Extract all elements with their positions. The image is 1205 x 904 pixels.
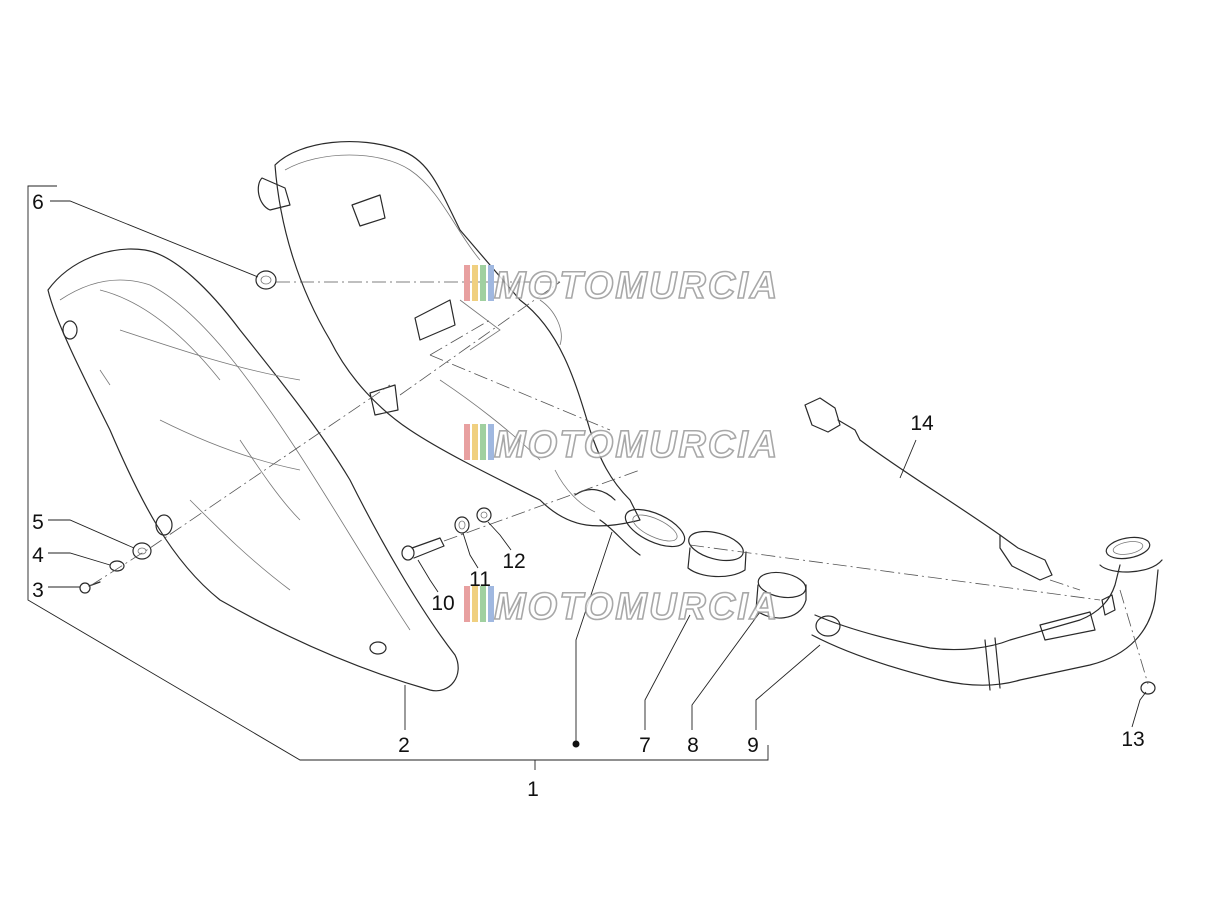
callout-1: 1 bbox=[527, 778, 539, 801]
heat-shield bbox=[47, 248, 459, 692]
callout-13: 13 bbox=[1121, 728, 1144, 751]
watermark-2: MOTOMURCIA bbox=[464, 423, 779, 467]
assembly-lines bbox=[89, 281, 1149, 685]
spring-washer-11 bbox=[454, 516, 470, 534]
callout-6: 6 bbox=[32, 191, 44, 214]
callout-10: 10 bbox=[431, 592, 454, 615]
grommet-6 bbox=[255, 270, 277, 290]
watermark-text-1: MOTOMURCIA bbox=[494, 265, 779, 307]
exhaust-pipe bbox=[811, 536, 1163, 691]
callout-labels: 1 2 3 4 5 6 7 8 9 10 11 12 13 14 bbox=[32, 191, 1145, 801]
gasket-8 bbox=[755, 571, 807, 619]
callout-11: 11 bbox=[469, 568, 491, 591]
callout-9: 9 bbox=[747, 734, 759, 757]
callout-14: 14 bbox=[910, 412, 934, 435]
leader-lines bbox=[48, 200, 1147, 748]
lambda-sensor bbox=[804, 397, 1053, 581]
callout-3: 3 bbox=[32, 579, 44, 602]
callout-8: 8 bbox=[687, 734, 699, 757]
callout-4: 4 bbox=[32, 544, 44, 567]
callout-7: 7 bbox=[639, 734, 651, 757]
nut-13 bbox=[1140, 681, 1156, 695]
callout-5: 5 bbox=[32, 511, 44, 534]
clamp-7 bbox=[687, 530, 747, 578]
callout-2: 2 bbox=[398, 734, 410, 757]
watermark-text-3: MOTOMURCIA bbox=[494, 586, 779, 628]
assembly-bracket bbox=[27, 185, 769, 770]
washer-12 bbox=[476, 507, 492, 523]
callout-12: 12 bbox=[502, 550, 525, 573]
watermark-text-2: MOTOMURCIA bbox=[494, 424, 779, 466]
bolt-10 bbox=[401, 537, 445, 561]
screw-3 bbox=[79, 581, 101, 594]
muffler-body bbox=[257, 141, 686, 556]
watermark-1: MOTOMURCIA bbox=[464, 264, 779, 308]
reference-dot bbox=[572, 740, 580, 748]
watermark-3: MOTOMURCIA bbox=[464, 585, 779, 629]
washer-4 bbox=[109, 560, 125, 572]
